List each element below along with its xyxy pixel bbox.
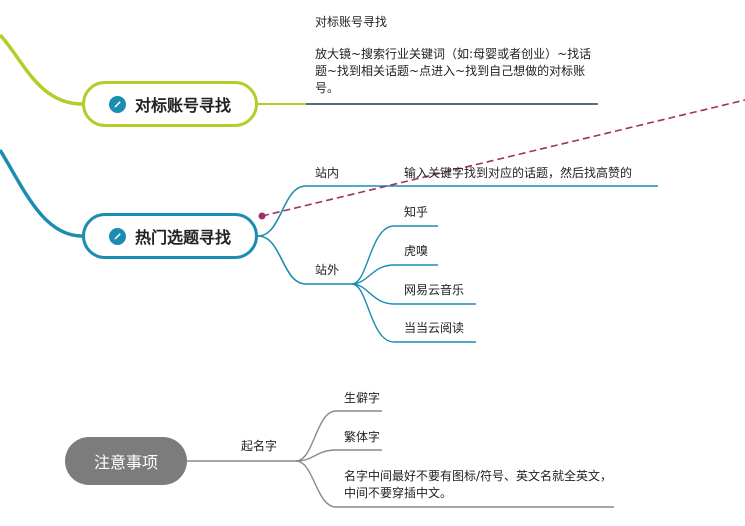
offsite-item[interactable]: 当当云阅读 xyxy=(404,321,465,335)
branch-hot-topics xyxy=(0,149,83,238)
link-offsite-item-3 xyxy=(351,283,476,305)
subtopic-onsite-detail[interactable]: 输入关键字找到对应的话题，然后找高赞的 xyxy=(404,166,633,180)
offsite-item[interactable]: 虎嗅 xyxy=(404,244,429,258)
link-naming-item-2 xyxy=(295,449,382,462)
offsite-item[interactable]: 知乎 xyxy=(404,205,429,219)
topic-hot-topics-title: 热门选题寻找 xyxy=(134,228,231,247)
topic-hot-topics[interactable]: 热门选题寻找 xyxy=(82,213,258,259)
relationship-start-dot xyxy=(258,212,266,220)
link-naming-item-1 xyxy=(295,410,382,462)
link-offsite xyxy=(257,235,352,285)
naming-item[interactable]: 生僻字 xyxy=(344,391,381,405)
offsite-item[interactable]: 网易云音乐 xyxy=(404,283,465,297)
pencil-icon xyxy=(108,227,126,245)
link-onsite xyxy=(257,185,372,237)
pencil-icon xyxy=(108,95,126,113)
link-naming-note xyxy=(295,460,614,508)
topic-notes[interactable]: 注意事项 xyxy=(65,437,187,485)
topic-target-accounts-title: 对标账号寻找 xyxy=(134,96,231,115)
relationship-line xyxy=(261,99,745,217)
subtopic-offsite[interactable]: 站外 xyxy=(315,263,340,277)
naming-item[interactable]: 繁体字 xyxy=(344,430,381,444)
naming-note[interactable]: 名字中间最好不要有图标/符号、英文名就全英文，中间不要穿插中文。 xyxy=(344,469,613,500)
subtopic-onsite[interactable]: 站内 xyxy=(315,166,340,180)
note-target-accounts-title: 对标账号寻找 xyxy=(315,15,388,29)
topic-target-accounts[interactable]: 对标账号寻找 xyxy=(82,81,258,127)
link-offsite-item-2 xyxy=(351,264,438,285)
subtopic-naming[interactable]: 起名字 xyxy=(241,439,278,453)
link-offsite-item-4 xyxy=(351,283,476,343)
link-offsite-item-1 xyxy=(351,225,438,285)
note-target-accounts-body: 放大镜~搜索行业关键词（如:母婴或者创业）~找话题~找到相关话题~点进入~找到自… xyxy=(315,47,592,95)
topic-notes-title: 注意事项 xyxy=(93,453,158,472)
branch-target-accounts xyxy=(0,33,83,106)
note-target-accounts[interactable]: 对标账号寻找 放大镜~搜索行业关键词（如:母婴或者创业）~找话题~找到相关话题~… xyxy=(315,14,595,97)
